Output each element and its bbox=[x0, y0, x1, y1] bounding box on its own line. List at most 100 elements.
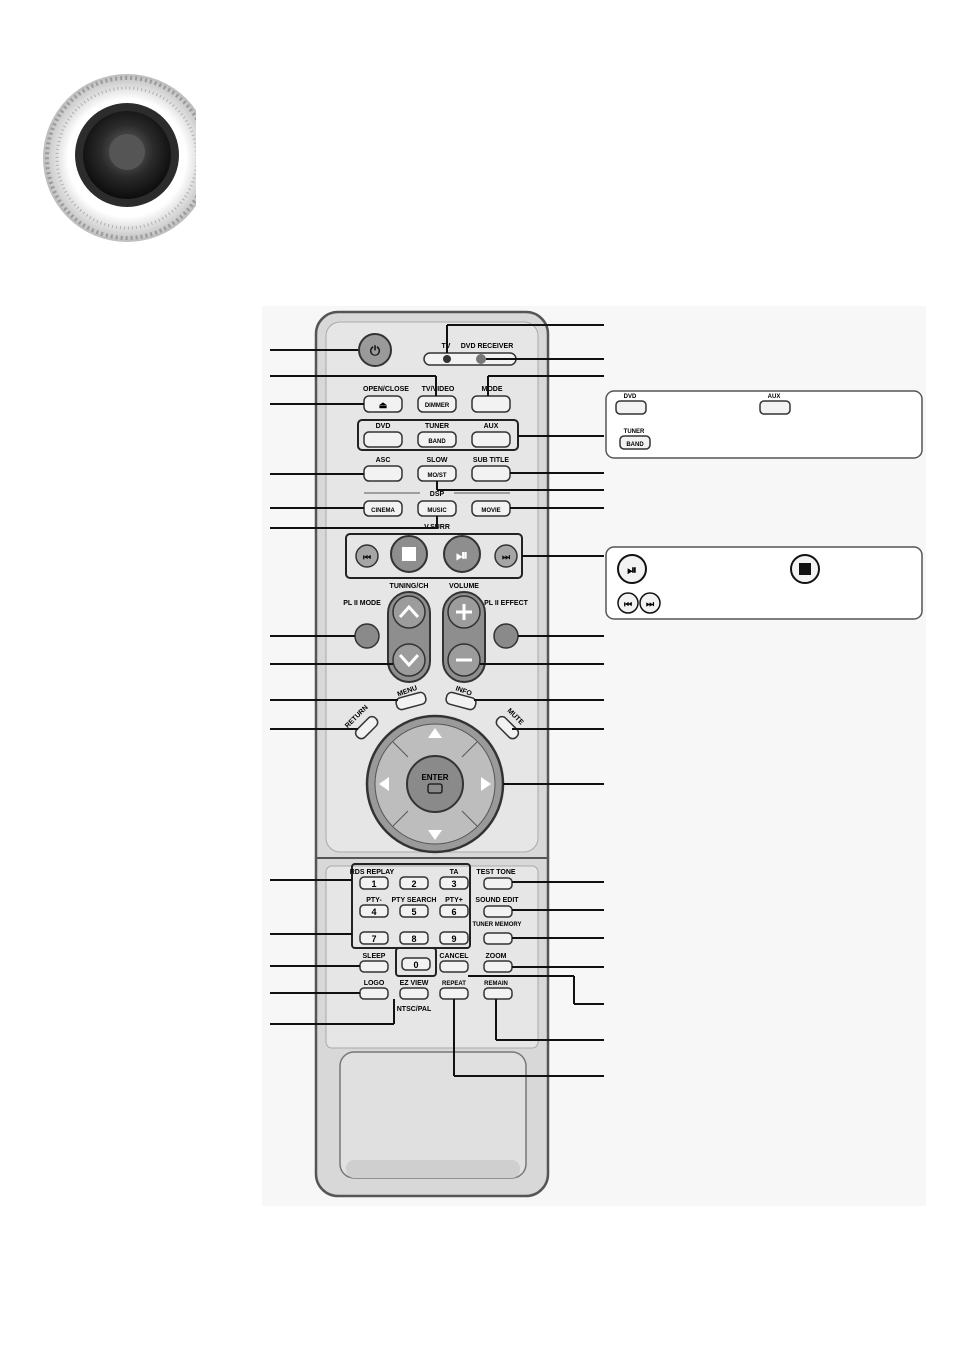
enter-button[interactable]: ENTER bbox=[406, 755, 464, 813]
key-5-button[interactable] bbox=[399, 904, 429, 918]
nav-up-icon[interactable] bbox=[428, 728, 442, 738]
power-icon: ⏻ bbox=[370, 343, 381, 358]
mode-button[interactable] bbox=[471, 395, 511, 413]
pl2-mode-label: PL II MODE bbox=[343, 600, 381, 607]
key-1-label: 1 bbox=[371, 879, 376, 889]
tv-video-label: TV/VIDEO bbox=[422, 386, 455, 393]
sound-edit-label: SOUND EDIT bbox=[475, 897, 519, 904]
key-6-label: 6 bbox=[451, 907, 456, 917]
nav-down-icon[interactable] bbox=[428, 830, 442, 840]
skip-forward-icon: ⏭ bbox=[502, 552, 511, 562]
movie-label: MOVIE bbox=[481, 508, 500, 514]
key-3-button[interactable] bbox=[439, 876, 469, 890]
ta-label: TA bbox=[450, 869, 459, 876]
eject-icon: ⏏ bbox=[379, 400, 388, 410]
chevron-down-icon bbox=[398, 653, 420, 668]
enter-icon bbox=[427, 783, 443, 794]
pty-search-label: PTY SEARCH bbox=[392, 897, 437, 904]
menu-button[interactable] bbox=[395, 691, 427, 711]
sleep-button[interactable] bbox=[359, 960, 389, 973]
cancel-label: CANCEL bbox=[439, 953, 469, 960]
right-callout-lines bbox=[436, 324, 604, 1077]
mode-label: MODE bbox=[482, 386, 503, 393]
most-label: MO/ST bbox=[428, 473, 447, 479]
skip-back-icon: ⏮ bbox=[363, 552, 371, 562]
key-9-label: 9 bbox=[451, 934, 456, 944]
key-8-label: 8 bbox=[411, 934, 416, 944]
callout-skip-forward-glyph: ⏭ bbox=[646, 599, 655, 609]
tuner-band-button[interactable] bbox=[417, 431, 457, 448]
speaker-graphic-icon bbox=[43, 60, 216, 260]
volume-label: VOLUME bbox=[449, 583, 479, 590]
key-4-button[interactable] bbox=[359, 904, 389, 918]
skip-back-button[interactable]: ⏮ bbox=[355, 544, 379, 568]
callout-skip-forward-icon bbox=[639, 592, 661, 614]
test-tone-button[interactable] bbox=[483, 877, 513, 890]
key-9-button[interactable] bbox=[439, 931, 469, 945]
stop-button[interactable] bbox=[390, 535, 428, 573]
logo-button[interactable] bbox=[359, 987, 389, 1000]
test-tone-label: TEST TONE bbox=[476, 869, 515, 876]
callout-stop-glyph bbox=[799, 563, 811, 575]
pl2-effect-button[interactable] bbox=[493, 623, 519, 649]
asc-button[interactable] bbox=[363, 465, 403, 482]
stop-icon bbox=[402, 547, 416, 561]
dvd-receiver-label: DVD RECEIVER bbox=[461, 343, 514, 350]
ez-view-button[interactable] bbox=[399, 987, 429, 1000]
play-pause-button[interactable]: ⏯ bbox=[443, 535, 481, 573]
dvd-receiver-switch[interactable] bbox=[476, 354, 486, 364]
source-callout-box: DVD AUX TUNER BAND bbox=[605, 390, 923, 459]
sub-title-button[interactable] bbox=[471, 465, 511, 482]
repeat-label: REPEAT bbox=[442, 981, 466, 987]
aux-button[interactable] bbox=[471, 431, 511, 448]
mute-button[interactable] bbox=[494, 715, 520, 741]
volume-up-button[interactable] bbox=[447, 595, 481, 629]
slow-label: SLOW bbox=[427, 457, 448, 464]
tuner-label: TUNER bbox=[425, 423, 449, 430]
pl2-mode-button[interactable] bbox=[354, 623, 380, 649]
nav-left-icon[interactable] bbox=[379, 777, 389, 791]
sub-title-label: SUB TITLE bbox=[473, 457, 509, 464]
power-button[interactable]: ⏻ bbox=[358, 333, 392, 367]
nav-right-icon[interactable] bbox=[481, 777, 491, 791]
volume-down-button[interactable] bbox=[447, 643, 481, 677]
key-4-label: 4 bbox=[371, 907, 376, 917]
music-label: MUSIC bbox=[427, 508, 447, 514]
dvd-label: DVD bbox=[376, 423, 391, 430]
tuning-up-button[interactable] bbox=[392, 595, 426, 629]
key-2-label: 2 bbox=[411, 879, 416, 889]
skip-forward-button[interactable]: ⏭ bbox=[494, 544, 518, 568]
dvd-button[interactable] bbox=[363, 431, 403, 448]
open-close-label: OPEN/CLOSE bbox=[363, 386, 409, 393]
dimmer-label: DIMMER bbox=[425, 403, 450, 409]
zero-key-group bbox=[395, 947, 437, 977]
tuner-memory-button[interactable] bbox=[483, 932, 513, 945]
key-8-button[interactable] bbox=[399, 931, 429, 945]
pl2-effect-label: PL II EFFECT bbox=[484, 600, 529, 607]
key-7-button[interactable] bbox=[359, 931, 389, 945]
callout-dvd-label: DVD bbox=[624, 394, 637, 400]
key-3-label: 3 bbox=[451, 879, 456, 889]
dsp-label: DSP bbox=[430, 491, 445, 498]
key-5-label: 5 bbox=[411, 907, 416, 917]
plus-icon bbox=[456, 604, 472, 620]
key-6-button[interactable] bbox=[439, 904, 469, 918]
remain-button[interactable] bbox=[483, 987, 513, 1000]
pty-plus-label: PTY+ bbox=[445, 897, 463, 904]
key-0-button[interactable] bbox=[401, 957, 431, 971]
callout-dvd-button bbox=[615, 400, 647, 415]
cancel-button[interactable] bbox=[439, 960, 469, 973]
info-button[interactable] bbox=[445, 691, 477, 711]
key-2-button[interactable] bbox=[399, 876, 429, 890]
callout-play-pause-glyph: ⏯ bbox=[627, 563, 637, 577]
sound-edit-button[interactable] bbox=[483, 905, 513, 918]
key-0-label: 0 bbox=[413, 960, 418, 970]
key-1-button[interactable] bbox=[359, 876, 389, 890]
return-button[interactable] bbox=[354, 715, 380, 741]
zoom-button[interactable] bbox=[483, 960, 513, 973]
tuning-down-button[interactable] bbox=[392, 643, 426, 677]
callout-play-pause-icon bbox=[617, 554, 647, 584]
tuning-ch-label: TUNING/CH bbox=[390, 583, 429, 590]
repeat-button[interactable] bbox=[439, 987, 469, 1000]
